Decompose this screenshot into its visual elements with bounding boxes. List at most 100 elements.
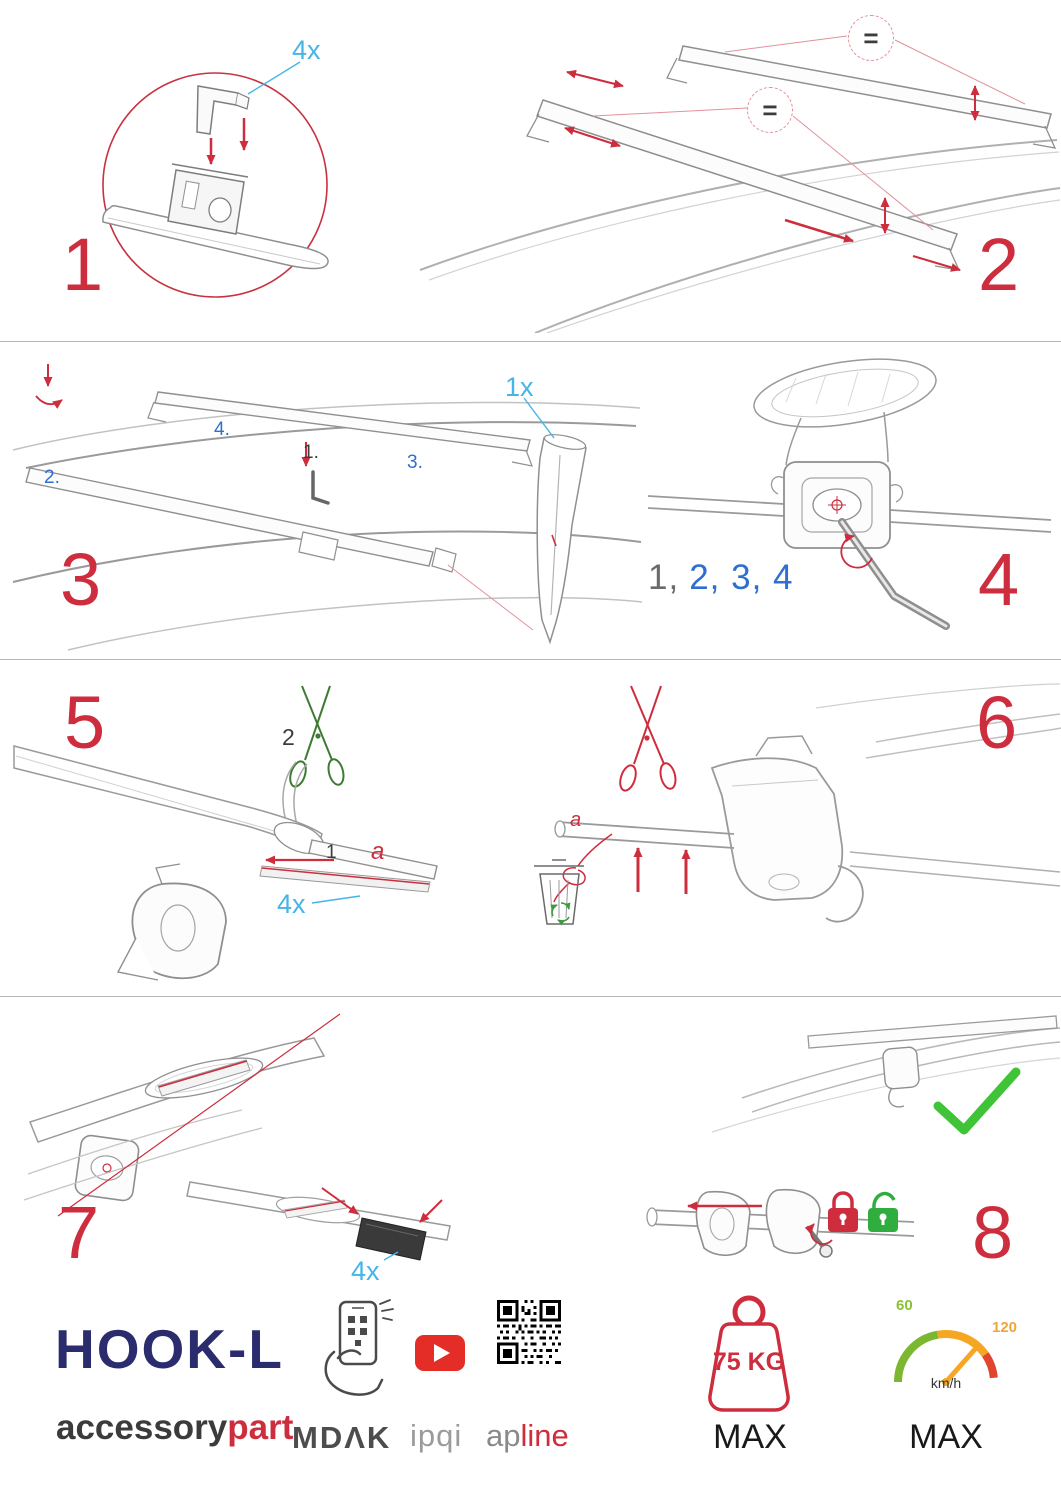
allen-key [838, 518, 950, 630]
scissors-icon [289, 685, 345, 788]
rotate-arrow [804, 1223, 833, 1245]
step-7-number: 7 [58, 1191, 99, 1274]
rear-crossbar [678, 45, 1052, 129]
step-7-quantity: 4x [351, 1256, 380, 1286]
quantity-pointer-line [247, 61, 301, 95]
product-name: HOOK-L [55, 1318, 284, 1380]
clamp-small [882, 1046, 920, 1108]
step-2-illustration [419, 35, 1061, 333]
partner-logo-ipqi: ipqi [410, 1418, 463, 1453]
padlock-unlocked-icon [868, 1191, 898, 1232]
max-load-value: 75 KG [712, 1348, 786, 1376]
step-5-cut-label: 2 [282, 724, 295, 750]
speed-low-tick: 60 [896, 1297, 913, 1314]
step-3-sub-4: 4. [214, 419, 230, 440]
brand-logo: accessorypart [56, 1410, 293, 1445]
step-5-number: 5 [64, 681, 105, 764]
speed-max-label: MAX [909, 1418, 983, 1456]
section-divider-1 [0, 341, 1061, 342]
quantity-pointer-line [311, 895, 361, 904]
speedometer-icon [894, 1330, 998, 1386]
step-1-number: 1 [62, 223, 103, 306]
measure-arrow-3 [564, 126, 621, 148]
guide-line [57, 1013, 341, 1217]
step-1-quantity: 4x [292, 35, 321, 65]
front-crossbar [536, 99, 958, 251]
partner-logo-apline: apline [486, 1420, 569, 1451]
equal-spacing-badge-2: = [747, 87, 793, 133]
step-1-illustration [102, 61, 329, 298]
speed-unit: km/h [930, 1375, 962, 1391]
hook-bracket [710, 735, 864, 923]
rotate-arrow [35, 395, 63, 409]
step-4-number: 4 [978, 538, 1019, 621]
clamp-body [116, 863, 227, 981]
apline-red: line [520, 1418, 569, 1453]
partner-logo-mdak: MDΛK [292, 1420, 392, 1455]
rotate-arrow [840, 533, 873, 569]
step-3-sub-2: 2. [44, 467, 60, 488]
brand-name-dark: accessory [56, 1408, 228, 1447]
step-2-number: 2 [978, 223, 1019, 306]
speedometer-needle [943, 1345, 979, 1385]
allen-key [311, 470, 330, 505]
step-8-illustration [646, 1015, 1061, 1258]
cap-arrow [321, 1187, 359, 1215]
step-4-illustration [647, 358, 1052, 630]
checkmark-icon [933, 1067, 1021, 1135]
scissors-icon [619, 685, 677, 792]
speed-high-tick: 120 [992, 1319, 1018, 1336]
section-divider-2 [0, 659, 1061, 660]
clamp-body [770, 461, 904, 549]
step-7-illustration [23, 1013, 451, 1261]
step-3-illustration [12, 364, 643, 651]
step-3-number: 3 [60, 538, 101, 621]
step-3-sub-3: 3. [407, 452, 423, 473]
strap-in-slot-2 [283, 1199, 348, 1219]
slide-arrow [784, 218, 854, 243]
section-divider-3 [0, 996, 1061, 997]
youtube-icon [415, 1335, 465, 1371]
hook-bracket [196, 85, 250, 135]
magnifier-circle [102, 72, 328, 298]
clamp-body [74, 1134, 140, 1202]
step-5-illustration [13, 685, 438, 981]
step-5-quantity: 4x [277, 889, 306, 919]
step-8-number: 8 [972, 1191, 1013, 1274]
brand-name-red: part [227, 1408, 294, 1447]
funnel-boot [536, 434, 587, 645]
step-5-strap-label: 1 [326, 842, 337, 863]
step-6-number: 6 [976, 681, 1017, 764]
quantity-pointer-line [523, 397, 555, 439]
max-load-label: MAX [713, 1418, 787, 1456]
step-5-strap-letter: a [371, 838, 385, 865]
recycle-icon [550, 902, 571, 926]
qr-code [497, 1300, 561, 1364]
slide-arrow-2 [912, 255, 961, 272]
sequence-remaining: 2, 3, 4 [689, 558, 794, 597]
equal-spacing-badge-1: = [848, 15, 894, 61]
apline-gray: ap [486, 1418, 521, 1453]
step-4-sequence: 1,2, 3, 4 [648, 560, 794, 595]
measure-arrow [566, 69, 624, 89]
end-cap [355, 1217, 427, 1261]
cap-arrow-2 [419, 1199, 443, 1223]
phone-scan-icon [324, 1299, 394, 1396]
strap-in-slot [157, 1059, 251, 1097]
max-weight-icon [708, 1295, 790, 1412]
padlock-locked-icon [828, 1191, 858, 1232]
step-3-quantity: 1x [505, 372, 534, 402]
sequence-done: 1, [648, 558, 680, 597]
step-6-illustration [534, 683, 1061, 926]
step-6-strap-letter: a [570, 809, 582, 831]
